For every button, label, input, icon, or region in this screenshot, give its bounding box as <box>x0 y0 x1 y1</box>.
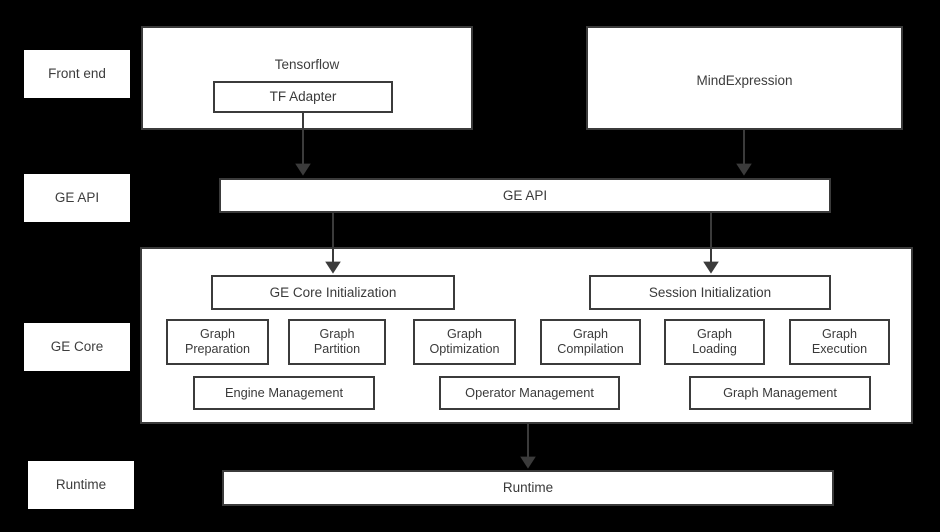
layer-label-runtime: Runtime <box>28 461 134 509</box>
graph-preparation-box[interactable]: Graph Preparation <box>166 319 269 365</box>
layer-label-front-end-text: Front end <box>48 66 106 82</box>
ge-api-bar-label: GE API <box>502 187 548 203</box>
graph-execution-box[interactable]: Graph Execution <box>789 319 890 365</box>
operator-management-label: Operator Management <box>465 385 594 401</box>
layer-label-ge-core: GE Core <box>24 323 130 371</box>
layer-label-front-end: Front end <box>24 50 130 98</box>
operator-management-box[interactable]: Operator Management <box>439 376 620 410</box>
tensorflow-container[interactable]: Tensorflow <box>141 26 473 130</box>
mindexpression-container[interactable]: MindExpression <box>586 26 903 130</box>
runtime-bar[interactable]: Runtime <box>222 470 834 506</box>
session-initialization-label: Session Initialization <box>648 284 772 300</box>
graph-management-box[interactable]: Graph Management <box>689 376 871 410</box>
engine-management-box[interactable]: Engine Management <box>193 376 375 410</box>
graph-loading-label: Graph Loading <box>692 327 737 356</box>
graph-partition-label: Graph Partition <box>313 327 361 356</box>
graph-execution-label: Graph Execution <box>811 327 868 356</box>
ge-core-initialization-label: GE Core Initialization <box>269 284 397 300</box>
tf-adapter-box[interactable]: TF Adapter <box>213 81 393 113</box>
ge-core-initialization-box[interactable]: GE Core Initialization <box>211 275 455 310</box>
graph-management-label: Graph Management <box>723 385 837 401</box>
engine-management-label: Engine Management <box>224 385 344 401</box>
graph-optimization-box[interactable]: Graph Optimization <box>413 319 516 365</box>
mindexpression-title: MindExpression <box>696 73 793 88</box>
runtime-bar-label: Runtime <box>502 480 554 496</box>
layer-label-ge-core-text: GE Core <box>50 339 104 355</box>
graph-preparation-label: Graph Preparation <box>184 327 251 356</box>
graph-partition-box[interactable]: Graph Partition <box>288 319 386 365</box>
session-initialization-box[interactable]: Session Initialization <box>589 275 831 310</box>
graph-compilation-box[interactable]: Graph Compilation <box>540 319 641 365</box>
layer-label-ge-api-text: GE API <box>54 190 100 206</box>
graph-compilation-label: Graph Compilation <box>557 327 624 356</box>
layer-label-runtime-text: Runtime <box>55 477 107 493</box>
ge-api-bar[interactable]: GE API <box>219 178 831 213</box>
tf-adapter-label: TF Adapter <box>269 89 337 105</box>
tensorflow-title: Tensorflow <box>274 57 340 72</box>
layer-label-ge-api: GE API <box>24 174 130 222</box>
graph-optimization-label: Graph Optimization <box>429 327 500 356</box>
graph-loading-box[interactable]: Graph Loading <box>664 319 765 365</box>
